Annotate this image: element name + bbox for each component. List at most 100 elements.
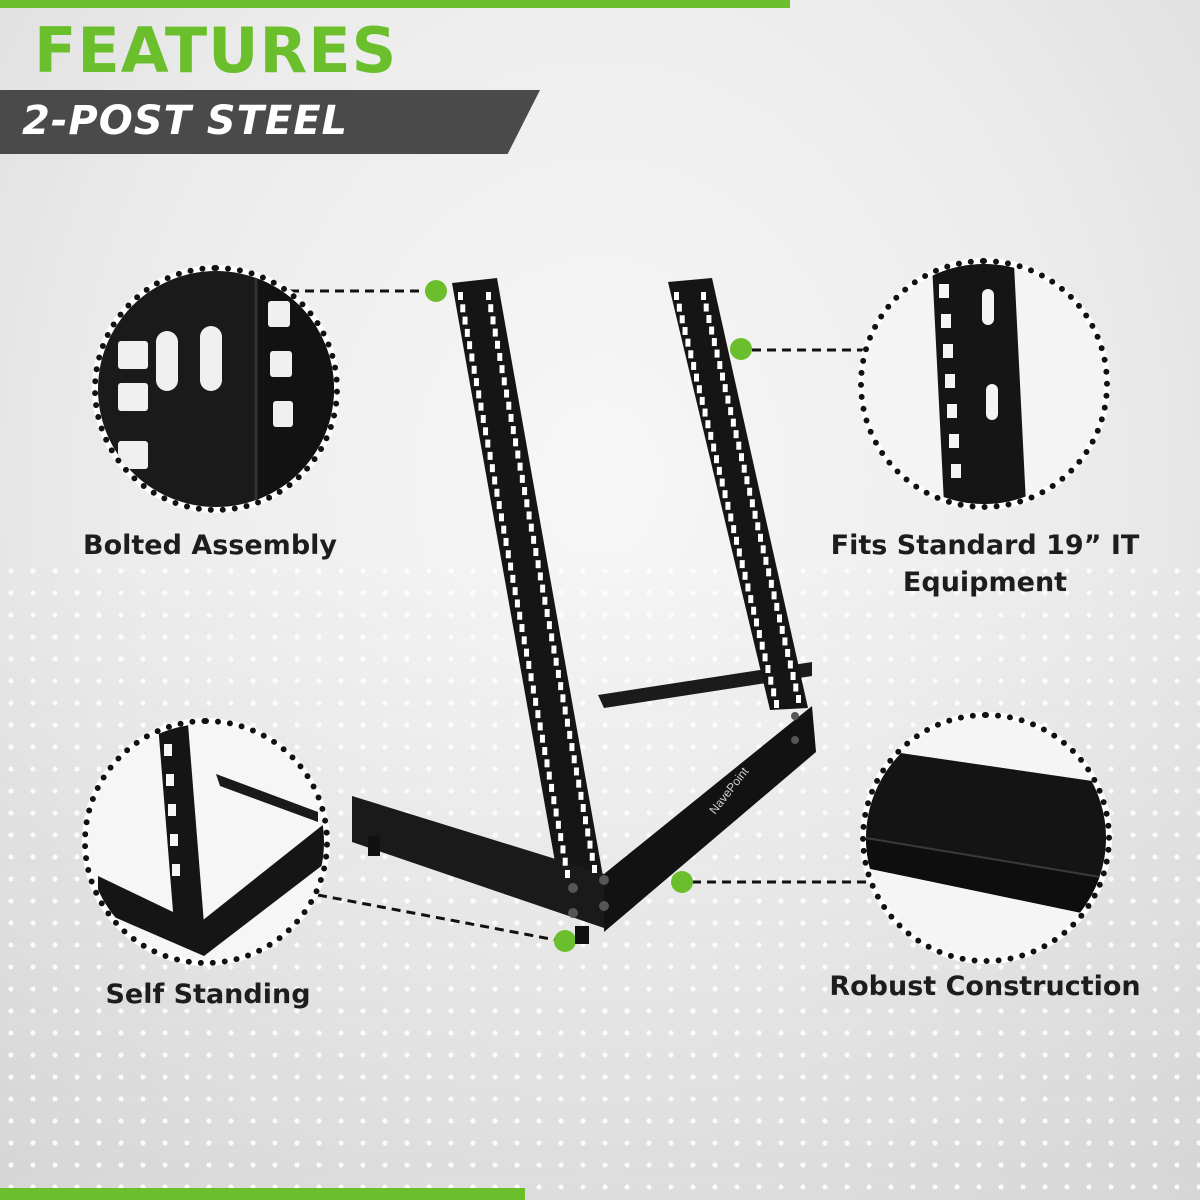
rack-hole bbox=[519, 474, 525, 483]
rack-hole bbox=[510, 426, 516, 435]
rack-hole bbox=[480, 414, 486, 423]
rack-hole bbox=[485, 439, 491, 448]
rack-right-base bbox=[604, 706, 816, 932]
rack-hole bbox=[696, 385, 702, 394]
rack-right-post-holes bbox=[674, 292, 801, 708]
rack-hole bbox=[759, 641, 765, 650]
feature-label-bolted: Bolted Assembly bbox=[83, 530, 337, 561]
rack-hole bbox=[498, 513, 504, 522]
rack-hole bbox=[569, 743, 575, 752]
rack-hole bbox=[467, 341, 473, 350]
rack-hole bbox=[749, 499, 755, 508]
rack-hole bbox=[705, 420, 711, 429]
rack-hole bbox=[685, 338, 691, 347]
rack-hole bbox=[714, 455, 719, 464]
rack-hole bbox=[501, 377, 507, 386]
rack-hole bbox=[720, 372, 725, 381]
rack-hole bbox=[785, 648, 791, 657]
rack-hole bbox=[464, 328, 470, 337]
marker-dot-fits bbox=[730, 338, 752, 360]
rack-hole bbox=[535, 710, 541, 719]
rack-hole bbox=[499, 365, 505, 374]
rack-hole bbox=[755, 522, 761, 531]
page-title: FEATURES bbox=[34, 14, 398, 87]
rack-hole bbox=[722, 490, 728, 499]
rack-hole bbox=[768, 579, 774, 588]
rack-hole bbox=[717, 361, 723, 370]
rack-hole bbox=[716, 466, 722, 475]
rack-hole bbox=[582, 816, 588, 825]
rack-hole bbox=[790, 671, 796, 680]
rack-hole bbox=[744, 476, 750, 485]
rack-hole bbox=[754, 618, 759, 627]
rack-right-post bbox=[668, 278, 808, 710]
rack-hole bbox=[747, 487, 753, 496]
rack-hole bbox=[752, 510, 758, 519]
rack-hole bbox=[542, 596, 548, 605]
rack-hole bbox=[473, 378, 479, 387]
top-accent-bar bbox=[0, 0, 790, 8]
rack-hole bbox=[512, 587, 518, 596]
rack-hole bbox=[492, 328, 498, 337]
rack-hole bbox=[719, 478, 725, 487]
callout-robust-construction bbox=[860, 712, 1112, 964]
rack-hole bbox=[549, 633, 555, 642]
rack-hole bbox=[486, 292, 491, 300]
rack-hole bbox=[469, 353, 475, 362]
rack-hole bbox=[546, 771, 552, 780]
rack-hole bbox=[682, 326, 688, 335]
rack-hole bbox=[531, 535, 537, 544]
rack-hole bbox=[694, 373, 699, 382]
rack-hole bbox=[774, 700, 779, 708]
rack-hole bbox=[688, 350, 694, 359]
rack-hole bbox=[576, 779, 582, 788]
rack-hole bbox=[492, 476, 498, 485]
rack-hole bbox=[521, 636, 527, 645]
rack-hole bbox=[462, 316, 468, 325]
rack-hole bbox=[728, 513, 734, 522]
rack-hole bbox=[708, 431, 714, 440]
rack-hole bbox=[787, 660, 793, 669]
rack-hole bbox=[796, 695, 801, 703]
rack-hole bbox=[587, 840, 593, 849]
rack-hole bbox=[526, 511, 532, 520]
rack-hole bbox=[483, 427, 489, 436]
rack-hole bbox=[709, 326, 715, 335]
rack-hole bbox=[489, 464, 495, 473]
bolt bbox=[599, 901, 609, 911]
rack-hole bbox=[549, 783, 555, 792]
marker-dot-robust bbox=[671, 871, 693, 893]
rack-hole bbox=[571, 755, 577, 764]
rack-hole bbox=[528, 523, 534, 532]
bolt bbox=[791, 712, 799, 720]
feature-label-fits: Fits Standard 19” IT Equipment bbox=[830, 530, 1140, 598]
rack-hole bbox=[558, 833, 564, 842]
rack-hole bbox=[555, 669, 561, 678]
rack-hole bbox=[535, 560, 541, 569]
rack-hole bbox=[494, 488, 500, 497]
rack-hole bbox=[777, 614, 782, 623]
rack-hole bbox=[533, 548, 539, 557]
rack-hole bbox=[736, 441, 742, 450]
rack-hole bbox=[762, 653, 768, 662]
rack-hole bbox=[488, 304, 494, 313]
rack-hole bbox=[567, 730, 573, 739]
rack-hole bbox=[774, 602, 780, 611]
subtitle-banner: 2-POST STEEL bbox=[0, 90, 540, 154]
rack-hole bbox=[733, 430, 739, 439]
rack-hole bbox=[501, 525, 507, 534]
rack-hole bbox=[495, 340, 501, 349]
rack-hole bbox=[508, 413, 514, 422]
rack-hole bbox=[782, 637, 788, 646]
rack-hole bbox=[763, 556, 769, 565]
rack-hole bbox=[711, 338, 717, 347]
rack-hole bbox=[725, 501, 731, 510]
rack-hole bbox=[497, 352, 503, 361]
rack-hole bbox=[699, 396, 705, 405]
feature-label-self-standing: Self Standing bbox=[105, 979, 311, 1010]
rack-hole bbox=[589, 852, 595, 861]
rack-hole bbox=[551, 645, 557, 654]
rack-hole bbox=[756, 630, 762, 639]
rack-hole bbox=[739, 453, 744, 462]
